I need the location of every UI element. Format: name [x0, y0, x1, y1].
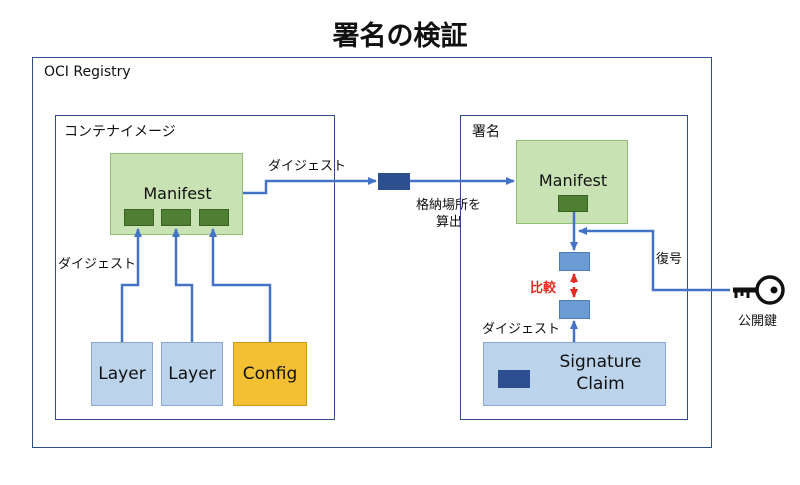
container-image-label: コンテナイメージ	[64, 124, 176, 140]
layer2-arrow	[172, 228, 194, 342]
config-box: Config	[233, 342, 307, 406]
computed-digest-square	[559, 300, 590, 319]
signature-manifest-box: Manifest	[516, 140, 628, 224]
key-icon	[733, 275, 785, 305]
compare-label: 比較	[530, 281, 557, 296]
decrypt-label: 復号	[656, 252, 683, 267]
signature-manifest-label: Manifest	[538, 171, 608, 190]
manifest-digest-cell-3	[199, 209, 229, 226]
locate-label-2: 算出	[436, 215, 463, 230]
registry-label: OCI Registry	[44, 64, 131, 80]
signature-label: 署名	[472, 124, 500, 140]
config-arrow	[209, 228, 272, 342]
manifest-digest-label: ダイジェスト	[268, 159, 347, 174]
registry-frame	[32, 57, 712, 448]
container-image-frame	[55, 115, 335, 420]
claim-label-2: Claim	[576, 374, 625, 394]
layer-digest-label: ダイジェスト	[58, 257, 137, 272]
locate-label-1: 格納場所を	[416, 198, 482, 213]
decrypted-digest-square	[559, 252, 590, 271]
container-manifest-label: Manifest	[143, 184, 212, 203]
digest-block	[378, 173, 410, 190]
signature-manifest-digest-cell	[558, 195, 588, 212]
layer1-arrow	[120, 228, 142, 342]
claim-block	[498, 370, 530, 388]
manifest-to-digest-arrow	[243, 177, 377, 195]
signature-frame	[460, 115, 688, 420]
page-title: 署名の検証	[332, 21, 468, 52]
claim-label-1: Signature	[559, 352, 642, 372]
manifest-digest-cell-2	[161, 209, 191, 226]
signature-claim-box: Signature Claim	[483, 342, 666, 406]
public-key-label: 公開鍵	[738, 314, 778, 329]
layer-box-2: Layer	[161, 342, 223, 406]
layer-box-1: Layer	[91, 342, 153, 406]
signature-digest-label: ダイジェスト	[482, 322, 561, 337]
manifest-digest-cell-1	[124, 209, 154, 226]
decrypt-arrow	[578, 227, 730, 292]
